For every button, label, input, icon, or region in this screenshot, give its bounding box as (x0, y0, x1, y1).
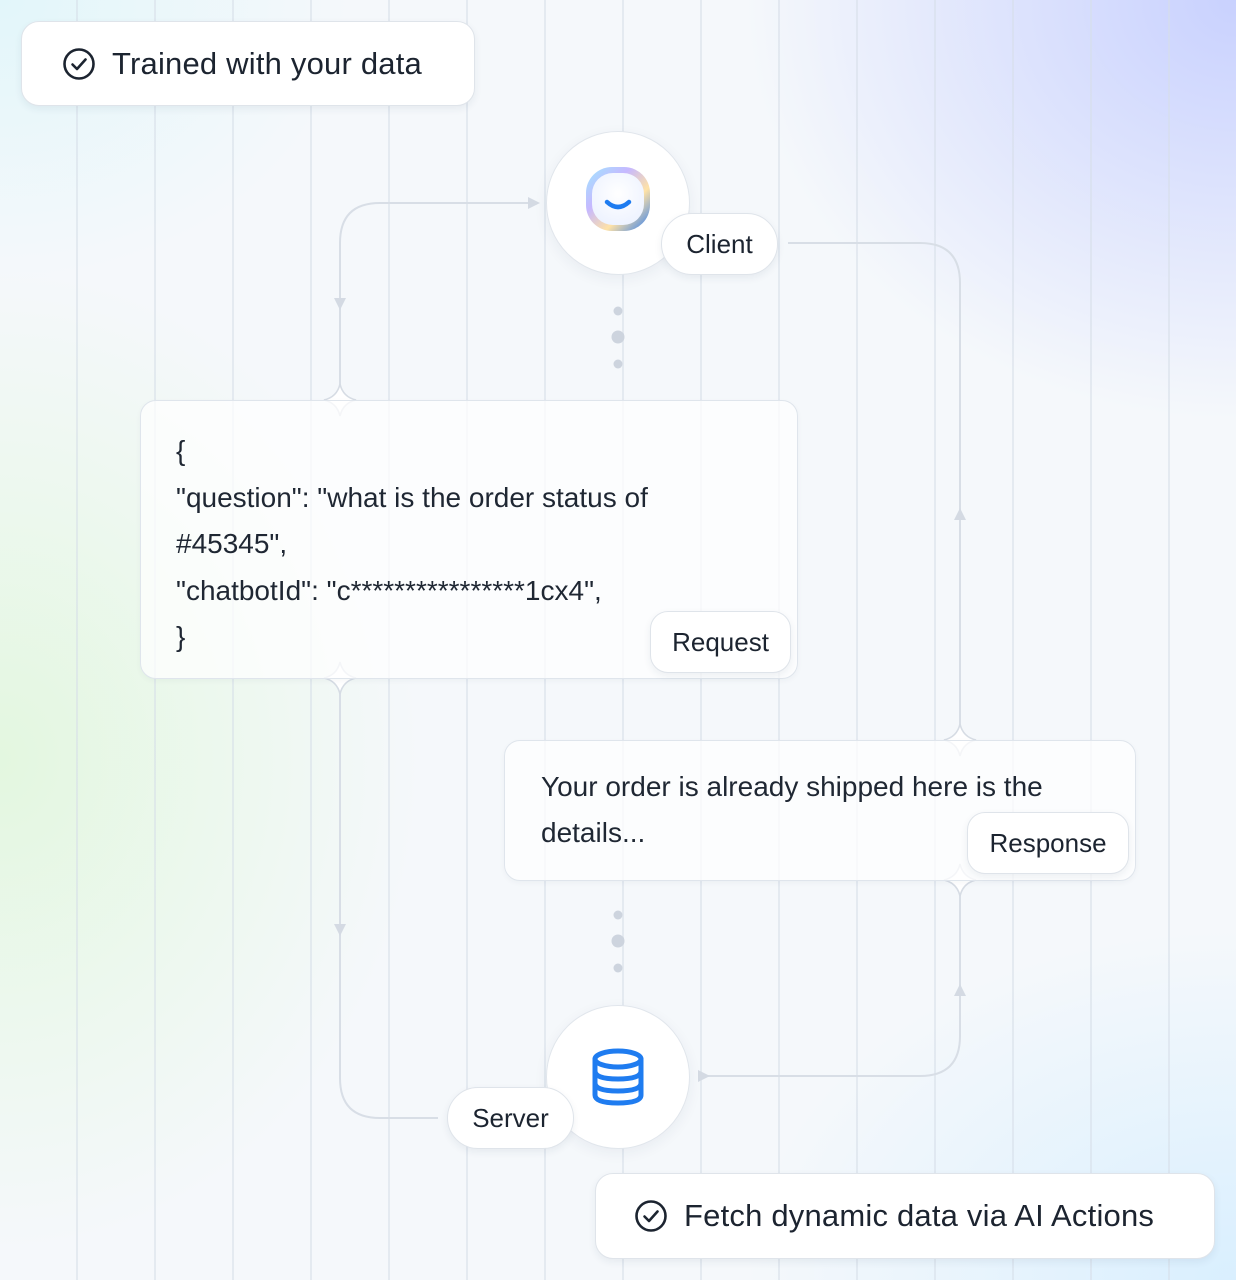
request-line: { (176, 435, 186, 466)
connector-client-to-response (788, 242, 961, 740)
response-body: Your order is already shipped here is th… (541, 764, 1111, 856)
request-body: { "question": "what is the order status … (176, 428, 736, 661)
dot (613, 910, 623, 920)
server-label: Server (472, 1102, 549, 1133)
arrow-down-2 (334, 924, 346, 936)
request-tag-label: Request (672, 626, 769, 657)
arrow-into-server (698, 1070, 710, 1082)
arrow-down-1 (334, 298, 346, 310)
response-line: Your order is already shipped here is th… (541, 771, 1043, 802)
server-node (546, 1005, 690, 1149)
dot (613, 963, 623, 973)
dot (611, 934, 625, 948)
ai-actions-badge: Fetch dynamic data via AI Actions (595, 1173, 1215, 1259)
dot (613, 306, 623, 316)
database-icon (589, 1047, 647, 1107)
dot (613, 359, 623, 369)
check-circle-icon (634, 1199, 668, 1233)
trained-badge-label: Trained with your data (112, 45, 422, 81)
request-tag: Request (650, 611, 791, 673)
response-tag: Response (967, 812, 1129, 874)
trained-badge: Trained with your data (21, 21, 475, 106)
ai-actions-badge-label: Fetch dynamic data via AI Actions (684, 1198, 1155, 1233)
arrow-into-client (528, 197, 540, 209)
arrow-up-2 (954, 984, 966, 996)
server-label-pill: Server (447, 1087, 574, 1149)
connector-client-to-request (339, 202, 528, 400)
arrow-up-1 (954, 508, 966, 520)
check-circle-icon (62, 47, 96, 81)
request-line: } (176, 621, 186, 652)
response-line: details... (541, 817, 646, 848)
smiley-bot-icon (582, 163, 654, 235)
client-label-pill: Client (661, 213, 778, 275)
dot (611, 330, 625, 344)
connector-request-to-server (339, 678, 438, 1119)
client-label: Client (686, 228, 753, 259)
connector-response-to-server (702, 880, 961, 1077)
request-line: "question": "what is the order status of (176, 481, 648, 513)
response-tag-label: Response (989, 827, 1107, 858)
request-line: "chatbotId": "c****************1cx4", (176, 574, 602, 606)
request-line: #45345", (176, 528, 288, 559)
